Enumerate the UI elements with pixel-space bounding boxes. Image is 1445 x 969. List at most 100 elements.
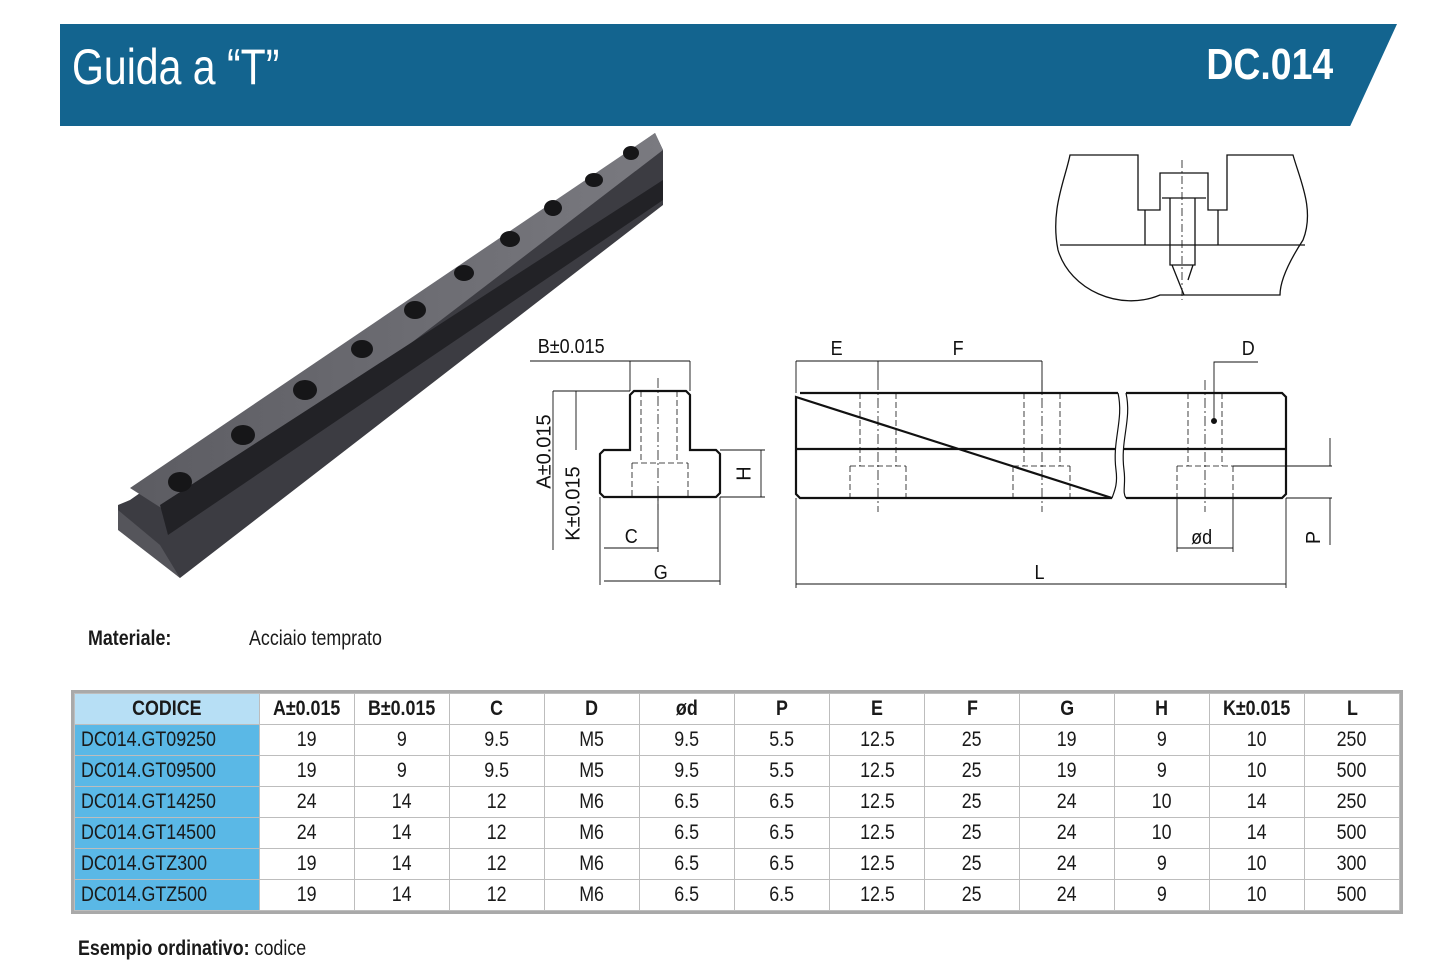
table-cell: 25 xyxy=(924,755,1020,787)
dim-a-label: A±0.015 xyxy=(533,414,556,489)
cell-value: 24 xyxy=(1057,790,1077,813)
ordering-example: Esempio ordinativo: codice xyxy=(78,937,306,961)
product-code: DC.014 xyxy=(1206,40,1333,89)
table-cell: 500 xyxy=(1304,879,1400,911)
cell-value: 19 xyxy=(297,852,317,875)
table-cell: 5.5 xyxy=(734,724,830,756)
table-cell: 9.5 xyxy=(639,724,735,756)
table-cell: 12 xyxy=(449,786,545,818)
cell-value: 9.5 xyxy=(674,728,700,751)
column-header-label: C xyxy=(490,697,504,720)
column-header-label: K±0.015 xyxy=(1223,697,1291,720)
table-cell: 19 xyxy=(259,724,355,756)
product-code-cell: DC014.GT14500 xyxy=(74,817,260,849)
table-cell: M6 xyxy=(544,879,640,911)
column-header-label: A±0.015 xyxy=(273,697,341,720)
cell-value: 14 xyxy=(392,821,412,844)
column-header-label: G xyxy=(1060,697,1074,720)
table-cell: 12 xyxy=(449,848,545,880)
cell-value: 14 xyxy=(392,790,412,813)
cell-value: 9.5 xyxy=(674,759,700,782)
column-header: L xyxy=(1304,693,1400,725)
table-cell: 24 xyxy=(1019,879,1115,911)
table-cell: 9 xyxy=(1114,724,1210,756)
cell-value: 25 xyxy=(962,883,982,906)
table-cell: 9.5 xyxy=(449,755,545,787)
cell-value: 12.5 xyxy=(859,852,895,875)
cell-value: 9 xyxy=(1157,759,1167,782)
rail-side-view xyxy=(794,391,1288,500)
table-cell: 12.5 xyxy=(829,755,925,787)
column-header: C xyxy=(449,693,545,725)
material-label: Materiale: xyxy=(88,627,172,650)
table-cell: 9 xyxy=(1114,755,1210,787)
table-cell: 12.5 xyxy=(829,879,925,911)
cell-value: 12.5 xyxy=(859,728,895,751)
cell-value: DC014.GT14250 xyxy=(81,790,216,813)
cell-value: 9.5 xyxy=(484,728,510,751)
table-cell: 19 xyxy=(259,755,355,787)
cell-value: DC014.GT14500 xyxy=(81,821,216,844)
cell-value: 9 xyxy=(1157,883,1167,906)
cell-value: 6.5 xyxy=(769,883,795,906)
column-header: CODICE xyxy=(74,693,260,725)
cell-value: 9.5 xyxy=(484,759,510,782)
dim-b-label: B±0.015 xyxy=(537,336,605,358)
table-cell: 25 xyxy=(924,786,1020,818)
column-header: ød xyxy=(639,693,735,725)
cell-value: 500 xyxy=(1337,759,1367,782)
cell-value: 24 xyxy=(1057,883,1077,906)
table-cell: 24 xyxy=(259,817,355,849)
cell-value: 10 xyxy=(1247,759,1267,782)
ordering-label: Esempio ordinativo: xyxy=(78,937,250,960)
cell-value: 25 xyxy=(962,759,982,782)
table-cell: 250 xyxy=(1304,786,1400,818)
cell-value: 25 xyxy=(962,728,982,751)
cell-value: 19 xyxy=(297,883,317,906)
table-cell: 24 xyxy=(259,786,355,818)
table-cell: 14 xyxy=(354,848,450,880)
table-cell: 6.5 xyxy=(639,786,735,818)
cell-value: 25 xyxy=(962,790,982,813)
dim-l-label: L xyxy=(1034,562,1045,584)
product-code-cell: DC014.GT14250 xyxy=(74,786,260,818)
table-cell: 24 xyxy=(1019,848,1115,880)
cell-value: DC014.GT09500 xyxy=(81,759,216,782)
table-cell: 12.5 xyxy=(829,817,925,849)
table-cell: M6 xyxy=(544,848,640,880)
product-code-cell: DC014.GT09500 xyxy=(74,755,260,787)
table-cell: 10 xyxy=(1114,817,1210,849)
table-cell: 14 xyxy=(354,879,450,911)
column-header: A±0.015 xyxy=(259,693,355,725)
table-cell: 9 xyxy=(354,724,450,756)
product-code-cell: DC014.GTZ300 xyxy=(74,848,260,880)
cell-value: DC014.GT09250 xyxy=(81,728,216,751)
cell-value: 10 xyxy=(1247,728,1267,751)
column-header: D xyxy=(544,693,640,725)
cell-value: M6 xyxy=(579,883,605,906)
table-cell: 14 xyxy=(1209,817,1305,849)
product-code-cell: DC014.GTZ500 xyxy=(74,879,260,911)
cell-value: 19 xyxy=(1057,728,1077,751)
table-cell: 19 xyxy=(259,848,355,880)
cell-value: 19 xyxy=(297,759,317,782)
column-header-label: ød xyxy=(676,697,698,720)
cell-value: 10 xyxy=(1152,821,1172,844)
table-cell: 12.5 xyxy=(829,786,925,818)
table-cell: 6.5 xyxy=(734,848,830,880)
cell-value: 6.5 xyxy=(769,821,795,844)
page-title: Guida a “T” xyxy=(72,39,280,95)
cell-value: M6 xyxy=(579,790,605,813)
cell-value: 10 xyxy=(1152,790,1172,813)
table-cell: 9.5 xyxy=(449,724,545,756)
cell-value: 9 xyxy=(1157,852,1167,875)
cell-value: 10 xyxy=(1247,852,1267,875)
table-cell: 6.5 xyxy=(734,879,830,911)
